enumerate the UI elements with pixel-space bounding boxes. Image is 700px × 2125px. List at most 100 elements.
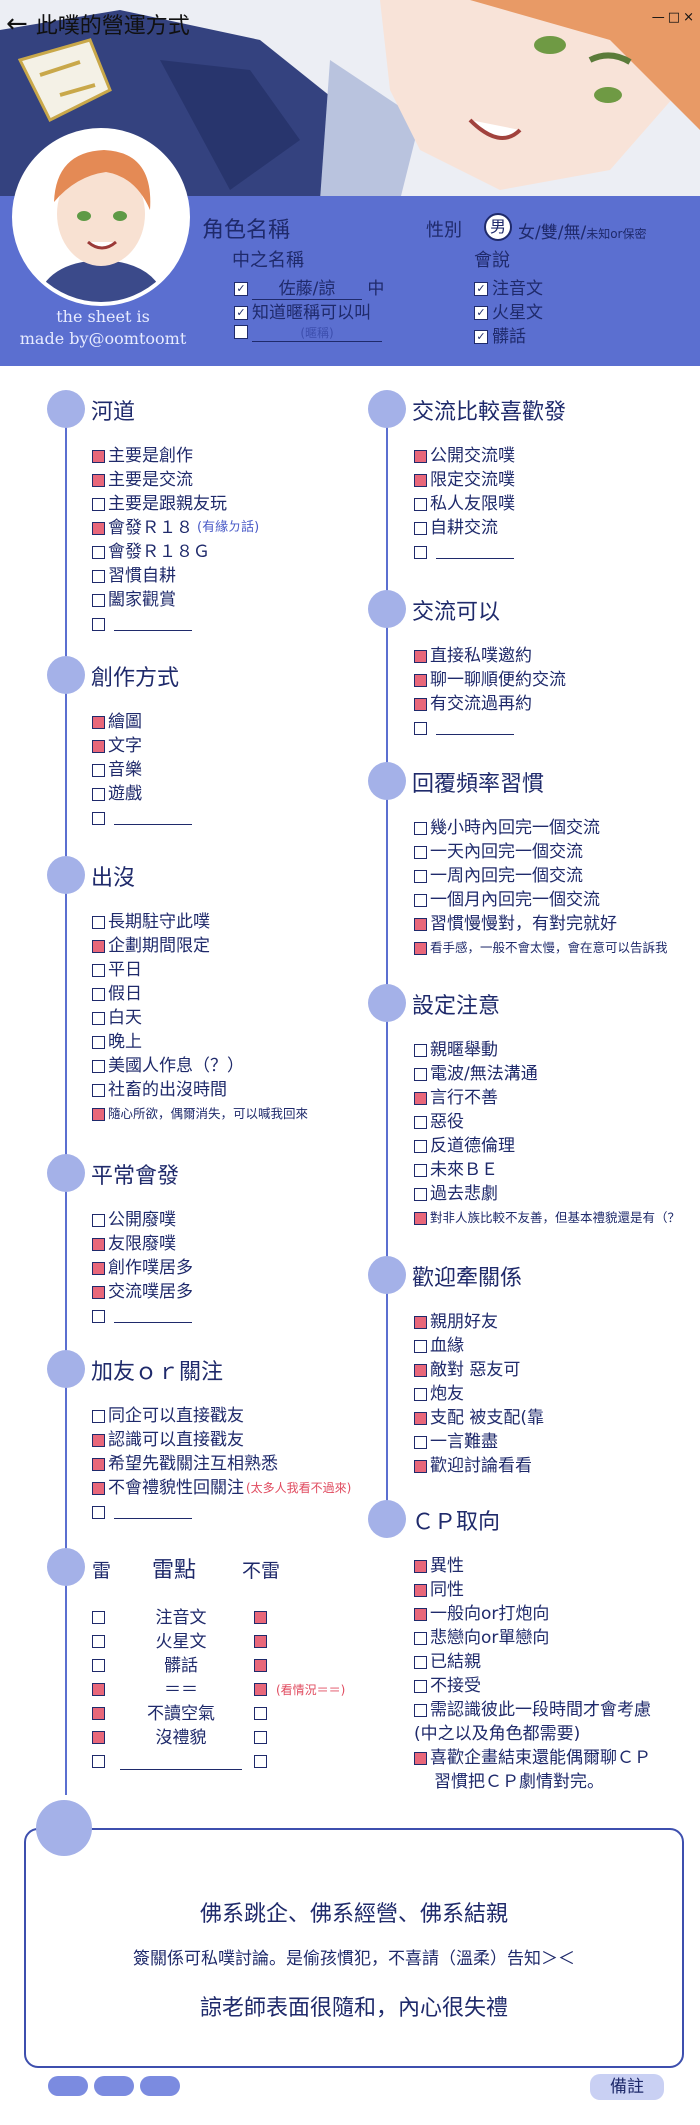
checked-checkbox[interactable] — [414, 1091, 427, 1105]
unchecked-checkbox[interactable] — [414, 1655, 427, 1669]
unchecked-checkbox[interactable] — [414, 1631, 427, 1645]
unchecked-checkbox[interactable] — [92, 787, 105, 801]
checked-checkbox[interactable] — [92, 1107, 105, 1121]
mine-checkbox[interactable] — [92, 1635, 105, 1648]
checklist-item[interactable]: 白天 — [92, 1006, 308, 1030]
checklist-item[interactable]: 私人友限噗 — [414, 492, 515, 516]
checklist-item[interactable]: 晚上 — [92, 1030, 308, 1054]
checklist-item[interactable]: 惡役 — [414, 1110, 680, 1134]
nickname-checkbox-3[interactable] — [234, 325, 248, 339]
nickname-blank[interactable]: (暱稱) — [252, 324, 382, 342]
checklist-item[interactable]: 一言難盡 — [414, 1430, 544, 1454]
checklist-item[interactable]: 一天內回完一個交流 — [414, 840, 668, 864]
unchecked-checkbox[interactable] — [414, 1387, 427, 1401]
unchecked-checkbox[interactable] — [414, 1043, 427, 1057]
mine-checkbox[interactable] — [92, 1755, 105, 1768]
blank-fill-line[interactable] — [114, 1505, 192, 1519]
checked-checkbox[interactable] — [92, 521, 105, 535]
blank-fill-line[interactable] — [114, 617, 192, 631]
unchecked-checkbox[interactable] — [92, 811, 105, 825]
unchecked-checkbox[interactable] — [92, 617, 105, 631]
checklist-item[interactable]: 文字 — [92, 734, 192, 758]
checklist-item[interactable]: 電波/無法溝通 — [414, 1062, 680, 1086]
checklist-item[interactable] — [92, 612, 259, 636]
checklist-item[interactable]: 交流噗居多 — [92, 1280, 193, 1304]
checklist-item[interactable]: 血緣 — [414, 1334, 544, 1358]
checklist-item[interactable]: 闔家觀賞 — [92, 588, 259, 612]
checklist-item[interactable]: 不會禮貌性回關注(太多人我看不過來) — [92, 1476, 351, 1500]
language-checkbox-2[interactable]: ✓ — [474, 306, 488, 320]
blank-fill-line[interactable] — [436, 545, 514, 559]
checklist-item[interactable]: 習慣自耕 — [92, 564, 259, 588]
checklist-item[interactable]: 已結親 — [414, 1650, 651, 1674]
checklist-item[interactable]: 未來ＢＥ — [414, 1158, 680, 1182]
checklist-item[interactable]: (中之以及角色都需要) — [414, 1722, 651, 1746]
not-mine-checkbox[interactable] — [254, 1635, 267, 1648]
checklist-item[interactable]: 限定交流噗 — [414, 468, 515, 492]
language-checkbox-3[interactable]: ✓ — [474, 330, 488, 344]
checklist-item[interactable]: 對非人族比較不友善，但基本禮貌還是有（？ — [414, 1206, 680, 1230]
checked-checkbox[interactable] — [92, 1261, 105, 1275]
remarks-button[interactable]: 備註 — [590, 2074, 664, 2100]
checklist-item[interactable]: 直接私噗邀約 — [414, 644, 566, 668]
checklist-item[interactable]: 悲戀向or單戀向 — [414, 1626, 651, 1650]
unchecked-checkbox[interactable] — [414, 869, 427, 883]
checked-checkbox[interactable] — [414, 449, 427, 463]
gender-other-options[interactable]: 女/雙/無/ — [518, 223, 587, 243]
unchecked-checkbox[interactable] — [92, 569, 105, 583]
unchecked-checkbox[interactable] — [92, 1011, 105, 1025]
mine-checkbox[interactable] — [92, 1707, 105, 1720]
checklist-item[interactable]: 聊一聊順便約交流 — [414, 668, 566, 692]
checked-checkbox[interactable] — [92, 1433, 105, 1447]
checklist-item[interactable]: 會發Ｒ１８(有緣ㄉ話) — [92, 516, 259, 540]
checked-checkbox[interactable] — [92, 1285, 105, 1299]
unchecked-checkbox[interactable] — [92, 497, 105, 511]
checklist-item[interactable]: 認識可以直接戳友 — [92, 1428, 351, 1452]
unchecked-checkbox[interactable] — [414, 1339, 427, 1353]
checklist-item[interactable]: 喜歡企畫結束還能偶爾聊ＣＰ — [414, 1746, 651, 1770]
checklist-item[interactable] — [414, 716, 566, 740]
checklist-item[interactable]: 言行不善 — [414, 1086, 680, 1110]
checked-checkbox[interactable] — [414, 1363, 427, 1377]
checked-checkbox[interactable] — [414, 1211, 427, 1225]
checklist-item[interactable] — [92, 1500, 351, 1524]
checklist-item[interactable]: 音樂 — [92, 758, 192, 782]
checked-checkbox[interactable] — [414, 1583, 427, 1597]
unchecked-checkbox[interactable] — [92, 1309, 105, 1323]
unchecked-checkbox[interactable] — [414, 521, 427, 535]
mine-checkbox[interactable] — [92, 1659, 105, 1672]
checklist-item[interactable]: 一個月內回完一個交流 — [414, 888, 668, 912]
checked-checkbox[interactable] — [414, 473, 427, 487]
page-indicator-3[interactable] — [140, 2076, 180, 2096]
checklist-item[interactable]: 公開廢噗 — [92, 1208, 193, 1232]
checklist-item[interactable]: 友限廢噗 — [92, 1232, 193, 1256]
checked-checkbox[interactable] — [414, 1751, 427, 1765]
unchecked-checkbox[interactable] — [92, 1083, 105, 1097]
page-indicator-2[interactable] — [94, 2076, 134, 2096]
checklist-item[interactable] — [414, 540, 515, 564]
unchecked-checkbox[interactable] — [92, 593, 105, 607]
checklist-item[interactable]: 創作噗居多 — [92, 1256, 193, 1280]
unchecked-checkbox[interactable] — [92, 963, 105, 977]
checked-checkbox[interactable] — [92, 1481, 105, 1495]
checked-checkbox[interactable] — [414, 1559, 427, 1573]
checklist-item[interactable]: 不接受 — [414, 1674, 651, 1698]
checklist-item[interactable]: 親暱舉動 — [414, 1038, 680, 1062]
unchecked-checkbox[interactable] — [414, 1187, 427, 1201]
unchecked-checkbox[interactable] — [414, 821, 427, 835]
checked-checkbox[interactable] — [414, 1607, 427, 1621]
checklist-item[interactable]: 敵對 惡友可 — [414, 1358, 544, 1382]
mine-checkbox[interactable] — [92, 1611, 105, 1624]
unchecked-checkbox[interactable] — [414, 721, 427, 735]
nickname-value[interactable]: 佐藤/諒 — [252, 274, 362, 300]
unchecked-checkbox[interactable] — [92, 1505, 105, 1519]
unchecked-checkbox[interactable] — [414, 1703, 427, 1717]
checklist-item[interactable]: 炮友 — [414, 1382, 544, 1406]
checklist-item[interactable]: 支配 被支配(靠 — [414, 1406, 544, 1430]
checked-checkbox[interactable] — [92, 449, 105, 463]
not-mine-checkbox[interactable] — [254, 1611, 267, 1624]
minimize-icon[interactable]: — — [651, 10, 665, 25]
not-mine-checkbox[interactable] — [254, 1707, 267, 1720]
checklist-item[interactable]: 社畜的出沒時間 — [92, 1078, 308, 1102]
checklist-item[interactable]: 歡迎討論看看 — [414, 1454, 544, 1478]
